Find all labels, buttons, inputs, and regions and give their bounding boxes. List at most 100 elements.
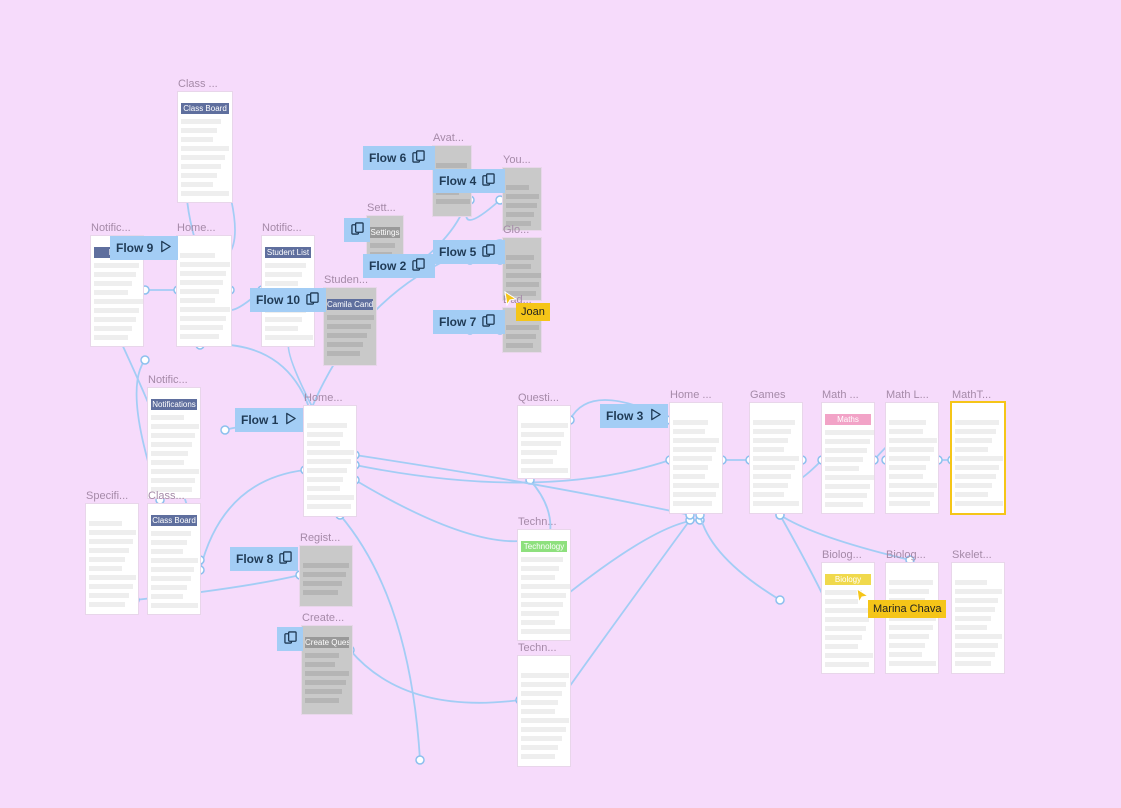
frame-math[interactable]: Maths [822, 403, 874, 513]
frame-your-profile[interactable] [503, 168, 541, 230]
frame-content-row [521, 629, 570, 634]
frame-title-biology[interactable]: Biolog... [822, 549, 862, 561]
frame-title-skeleton[interactable]: Skelet... [952, 549, 992, 561]
frame-content-row [889, 580, 933, 585]
frame-title-games[interactable]: Games [750, 389, 786, 401]
frame-title-math-t[interactable]: MathT... [952, 389, 992, 401]
frame-global[interactable] [503, 238, 541, 300]
frame-games[interactable] [750, 403, 802, 513]
frame-header: Notifications [151, 399, 197, 410]
frame-title-home-student[interactable]: Home ... [670, 389, 712, 401]
frame-tech-a[interactable]: Technology [518, 530, 570, 640]
frame-title-settings[interactable]: Sett... [367, 202, 396, 214]
frame-content-row [151, 576, 191, 581]
frame-specific[interactable] [86, 504, 138, 614]
connection-handle [775, 595, 785, 605]
frame-title-notif-student-list[interactable]: Notific... [262, 222, 302, 234]
frame-content-row [151, 478, 196, 483]
frame-content-row [94, 263, 140, 268]
frame-content-row [955, 438, 992, 443]
frame-content-row [265, 281, 299, 286]
frame-content-row [521, 602, 563, 607]
frame-questions[interactable] [518, 406, 570, 478]
flow-badge-flow-9[interactable]: Flow 9 [110, 236, 178, 260]
frame-content-row [673, 465, 709, 470]
frame-title-register[interactable]: Regist... [300, 532, 341, 544]
frame-content-row [94, 335, 129, 340]
frame-title-student-profile[interactable]: Studen... [324, 274, 369, 286]
frame-biology[interactable]: Biology [822, 563, 874, 673]
flow-label: Flow 2 [369, 259, 407, 273]
flow-badge-flow-1[interactable]: Flow 1 [235, 408, 303, 432]
frame-home-teacher[interactable] [177, 236, 231, 346]
frame-header: Camila Candidato [327, 299, 373, 310]
frame-content-row [307, 495, 355, 500]
frame-class-board-low[interactable]: Class Board [148, 504, 200, 614]
frame-content-row [889, 616, 937, 621]
frame-biology-2[interactable] [886, 563, 938, 673]
frame-register[interactable] [300, 546, 352, 606]
device-icon [350, 222, 364, 238]
frame-title-tech-b[interactable]: Techn... [518, 642, 557, 654]
flow-badge-flow-6[interactable]: Flow 6 [363, 146, 435, 170]
frame-title-create[interactable]: Create... [302, 612, 345, 624]
frame-title-biology-2[interactable]: Biolog... [886, 549, 926, 561]
frame-content-row [521, 745, 559, 750]
frame-class-board-top[interactable]: Class Board [178, 92, 232, 202]
frame-content-row [94, 326, 132, 331]
device-icon [482, 173, 496, 189]
frame-math-t[interactable] [952, 403, 1004, 513]
frame-title-specific[interactable]: Specifi... [86, 490, 129, 502]
flow-label: Flow 9 [116, 241, 154, 255]
frame-title-home-main[interactable]: Home... [304, 392, 343, 404]
frame-content-row [151, 451, 188, 456]
frame-content-row [151, 433, 196, 438]
flow-badge-flow-create[interactable] [277, 627, 303, 651]
frame-content-row [825, 466, 860, 471]
frame-content-row [180, 307, 231, 312]
frame-create[interactable]: Create Question [302, 626, 352, 714]
frame-title-math-l[interactable]: Math L... [886, 389, 929, 401]
frame-content-row [307, 477, 344, 482]
frame-title-notif-mid[interactable]: Notific... [148, 374, 188, 386]
flow-badge-flow-10[interactable]: Flow 10 [250, 288, 326, 312]
frame-content-row [506, 212, 535, 217]
frame-title-tech-a[interactable]: Techn... [518, 516, 557, 528]
frame-title-home-teacher[interactable]: Home... [177, 222, 216, 234]
frame-title-notif-left[interactable]: Notific... [91, 222, 131, 234]
frame-skeleton[interactable] [952, 563, 1004, 673]
frame-content-row [265, 335, 313, 340]
frame-student-profile[interactable]: Camila Candidato [324, 288, 376, 365]
frame-tech-b[interactable] [518, 656, 570, 766]
flow-badge-flow-2[interactable]: Flow 2 [363, 254, 435, 278]
frame-title-math[interactable]: Math ... [822, 389, 859, 401]
frame-title-your-profile[interactable]: You... [503, 154, 531, 166]
frame-title-questions[interactable]: Questi... [518, 392, 559, 404]
frame-content-row [180, 334, 219, 339]
frame-title-class-board-low[interactable]: Class... [148, 490, 185, 502]
frame-content-row [825, 493, 867, 498]
frame-content-row [955, 625, 988, 630]
flow-badge-flow-settings[interactable] [344, 218, 370, 242]
frame-content-row [180, 298, 216, 303]
frame-title-global[interactable]: Glo... [503, 224, 530, 236]
frame-home-student[interactable] [670, 403, 722, 513]
flow-badge-flow-4[interactable]: Flow 4 [433, 169, 505, 193]
flow-badge-flow-3[interactable]: Flow 3 [600, 404, 668, 428]
frame-content-row [305, 698, 339, 703]
frame-math-l[interactable] [886, 403, 938, 513]
frame-title-avatar[interactable]: Avat... [433, 132, 464, 144]
frame-content-row [151, 487, 192, 492]
frame-notif-mid[interactable]: Notifications [148, 388, 200, 498]
flow-badge-flow-7[interactable]: Flow 7 [433, 310, 505, 334]
frame-content-row [265, 272, 302, 277]
flow-badge-flow-8[interactable]: Flow 8 [230, 547, 298, 571]
frame-content-row [151, 540, 187, 545]
frame-title-class-board-top[interactable]: Class ... [178, 78, 218, 90]
frame-content-row [521, 450, 557, 455]
frame-content-row [955, 634, 1002, 639]
flow-badge-flow-5[interactable]: Flow 5 [433, 240, 505, 264]
frame-content-row [94, 308, 140, 313]
frame-home-main[interactable] [304, 406, 356, 516]
